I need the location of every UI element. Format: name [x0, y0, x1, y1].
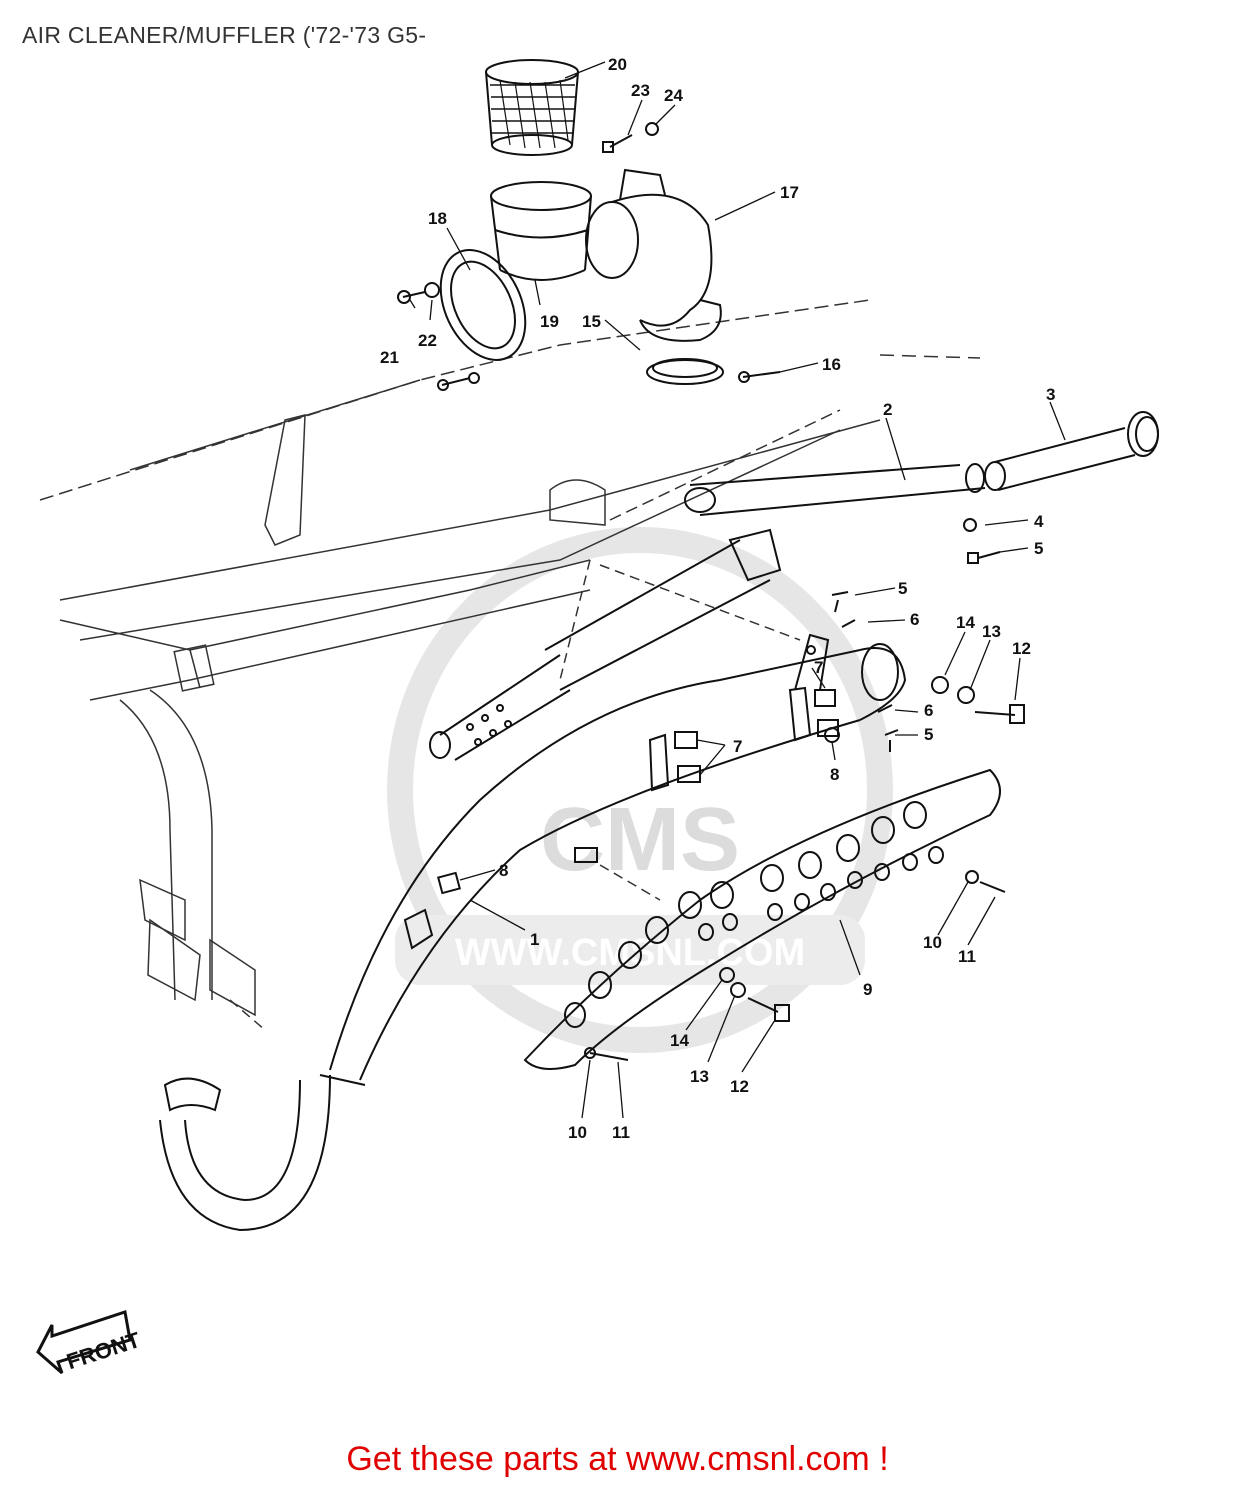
- callout-8a[interactable]: 8: [830, 765, 839, 784]
- callout-6a[interactable]: 6: [910, 610, 919, 629]
- callout-1[interactable]: 1: [530, 930, 539, 949]
- callout-13b[interactable]: 13: [690, 1067, 709, 1086]
- small-fasteners: [397, 122, 781, 391]
- callout-21[interactable]: 21: [380, 348, 399, 367]
- callout-7a[interactable]: 7: [814, 658, 823, 677]
- callout-6b[interactable]: 6: [924, 701, 933, 720]
- callout-16[interactable]: 16: [822, 355, 841, 374]
- callout-5b[interactable]: 5: [898, 579, 907, 598]
- air-filter-element: [485, 59, 579, 156]
- callout-18[interactable]: 18: [428, 209, 447, 228]
- callout-3[interactable]: 3: [1046, 385, 1055, 404]
- footer-shop-link[interactable]: Get these parts at www.cmsnl.com !: [346, 1440, 889, 1478]
- callout-14b[interactable]: 14: [670, 1031, 689, 1050]
- air-cleaner-case: [585, 168, 724, 385]
- callout-20[interactable]: 20: [608, 55, 627, 74]
- callout-11b[interactable]: 11: [612, 1123, 630, 1142]
- front-label: FRONT: [63, 1327, 143, 1374]
- front-direction-arrow: FRONT: [36, 1310, 144, 1375]
- diagram-title: AIR CLEANER/MUFFLER ('72-'73 G5-: [22, 22, 427, 48]
- callout-5a[interactable]: 5: [1034, 539, 1043, 558]
- callout-22[interactable]: 22: [418, 331, 437, 350]
- silencer-pipe-2: [429, 463, 986, 761]
- air-cleaner-assembly: [397, 59, 781, 391]
- callout-17[interactable]: 17: [780, 183, 799, 202]
- fasteners-right: [584, 518, 1025, 1061]
- watermark-logo: CMS: [540, 790, 740, 890]
- leader-lines: [409, 61, 1066, 1119]
- callout-4[interactable]: 4: [1034, 512, 1044, 531]
- callout-24[interactable]: 24: [664, 86, 683, 105]
- callout-13a[interactable]: 13: [982, 622, 1001, 641]
- muffler-assembly: [159, 411, 1159, 1232]
- air-cleaner-cover: [439, 249, 527, 361]
- callout-11a[interactable]: 11: [958, 947, 976, 966]
- callout-12a[interactable]: 12: [1012, 639, 1031, 658]
- callout-14a[interactable]: 14: [956, 613, 975, 632]
- callout-10b[interactable]: 10: [568, 1123, 587, 1142]
- callout-15[interactable]: 15: [582, 312, 601, 331]
- frame-outline: [39, 299, 981, 1031]
- callout-23[interactable]: 23: [631, 81, 650, 100]
- callout-7b[interactable]: 7: [733, 737, 742, 756]
- heat-guard-9: [523, 768, 1001, 1070]
- callout-19[interactable]: 19: [540, 312, 559, 331]
- callout-8b[interactable]: 8: [499, 861, 508, 880]
- tail-pipe-3: [984, 411, 1159, 491]
- watermark: CMS WWW.CMSNL.COM: [387, 527, 893, 1053]
- callout-9[interactable]: 9: [863, 980, 872, 999]
- clamps-7: [648, 686, 839, 792]
- air-cleaner-sleeve: [490, 181, 592, 281]
- part-callouts: 1 2 3 4 5 5 5 6 6 7 7 8 8 9 10 10 11 11 …: [380, 55, 1055, 1142]
- muffler-body-1: [159, 633, 907, 1232]
- callout-5c[interactable]: 5: [924, 725, 933, 744]
- watermark-ring: [387, 527, 893, 1053]
- front-arrow-icon: [36, 1310, 132, 1375]
- watermark-banner: [395, 915, 865, 985]
- callout-2[interactable]: 2: [883, 400, 892, 419]
- callout-10a[interactable]: 10: [923, 933, 942, 952]
- callout-12b[interactable]: 12: [730, 1077, 749, 1096]
